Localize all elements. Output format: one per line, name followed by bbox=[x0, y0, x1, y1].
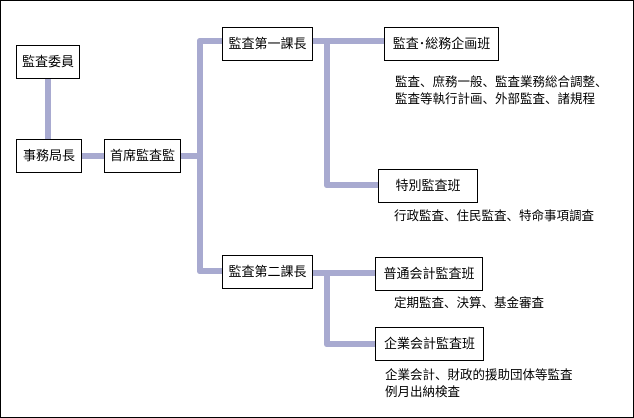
desc-line: 定期監査、決算、基金審査 bbox=[394, 295, 545, 310]
node-shuseki-kansakan: 首席監査監 bbox=[104, 139, 181, 173]
desc-tokubetsu-kansa-han: 行政監査、住民監査、特命事項調査 bbox=[394, 207, 594, 224]
desc-line: 監査等執行計画、外部監査、諸規程 bbox=[395, 91, 596, 106]
desc-line: 例月出納検査 bbox=[385, 384, 461, 399]
node-kansa-iin: 監査委員 bbox=[16, 45, 80, 79]
node-kansa-daiichi-kacho: 監査第一課長 bbox=[222, 27, 313, 61]
node-tokubetsu-kansa-han: 特別監査班 bbox=[378, 169, 478, 203]
node-kansa-daini-kacho: 監査第二課長 bbox=[222, 255, 313, 289]
node-jimukyokucho: 事務局長 bbox=[16, 139, 82, 173]
desc-kansa-somu-kikaku-han: 監査、庶務一般、監査業務総合調整、 監査等執行計画、外部監査、諸規程 bbox=[395, 73, 608, 107]
node-kigyo-kaikei-kansa-han: 企業会計監査班 bbox=[375, 327, 484, 361]
desc-kigyo-kaikei-kansa-han: 企業会計、財政的援助団体等監査 例月出納検査 bbox=[385, 366, 573, 400]
node-kansa-somu-kikaku-han: 監査･総務企画班 bbox=[384, 27, 499, 61]
node-futsu-kaikei-kansa-han: 普通会計監査班 bbox=[375, 257, 483, 291]
desc-line: 監査、庶務一般、監査業務総合調整、 bbox=[395, 74, 608, 89]
desc-line: 行政監査、住民監査、特命事項調査 bbox=[394, 208, 595, 223]
desc-futsu-kaikei-kansa-han: 定期監査、決算、基金審査 bbox=[394, 294, 544, 311]
desc-line: 企業会計、財政的援助団体等監査 bbox=[385, 367, 573, 382]
